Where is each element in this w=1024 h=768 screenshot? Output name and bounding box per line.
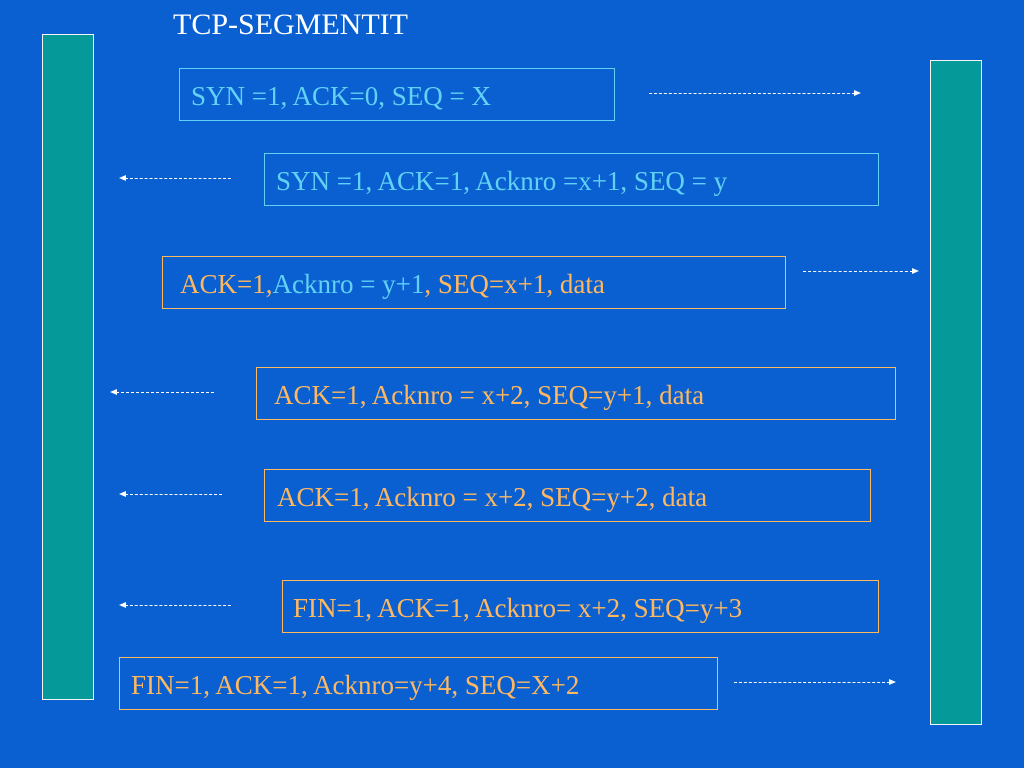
segment-syn-ack-text: SYN =1, ACK=1, Acknro =x+1, SEQ = y xyxy=(276,166,728,196)
client-host-bar xyxy=(42,34,94,700)
arrowhead-right-icon xyxy=(912,268,919,274)
segment-ack-data-3-text: ACK=1, Acknro = x+2, SEQ=y+2, data xyxy=(277,482,708,512)
diagram-title: TCP-SEGMENTIT xyxy=(173,8,408,41)
arrow-left-syn-ack xyxy=(119,175,231,181)
segment-syn-text: SYN =1, ACK=0, SEQ = X xyxy=(191,81,491,111)
arrow-right-fin-client xyxy=(734,679,896,685)
arrowhead-left-icon xyxy=(119,491,126,497)
segment-fin-client: FIN=1, ACK=1, Acknro=y+4, SEQ=X+2 xyxy=(119,657,718,710)
segment-fin-server-text: FIN=1, ACK=1, Acknro= x+2, SEQ=y+3 xyxy=(293,593,743,623)
arrow-right-syn xyxy=(649,90,861,96)
segment-ack-part-2: Acknro = y+1 xyxy=(272,269,425,299)
arrowhead-left-icon xyxy=(110,389,117,395)
arrowhead-left-icon xyxy=(119,602,126,608)
arrowhead-right-icon xyxy=(854,90,861,96)
segment-syn-ack: SYN =1, ACK=1, Acknro =x+1, SEQ = y xyxy=(264,153,879,206)
segment-syn: SYN =1, ACK=0, SEQ = X xyxy=(179,68,615,121)
segment-ack-data-2: ACK=1, Acknro = x+2, SEQ=y+1, data xyxy=(256,367,896,420)
segment-fin-client-text: FIN=1, ACK=1, Acknro=y+4, SEQ=X+2 xyxy=(131,670,580,700)
segment-ack-data-3: ACK=1, Acknro = x+2, SEQ=y+2, data xyxy=(264,469,871,522)
arrow-right-ack-data-1 xyxy=(803,268,919,274)
arrow-left-ack-data-3 xyxy=(119,491,222,497)
server-host-bar xyxy=(930,60,982,725)
segment-ack-part-3: , SEQ=x+1, data xyxy=(424,269,605,299)
segment-ack-part-1: ACK=1, xyxy=(180,269,273,299)
segment-ack-data-1: ACK=1, Acknro = y+1, SEQ=x+1, data xyxy=(162,256,786,309)
segment-ack-data-2-text: ACK=1, Acknro = x+2, SEQ=y+1, data xyxy=(274,380,705,410)
arrowhead-right-icon xyxy=(889,679,896,685)
segment-fin-server: FIN=1, ACK=1, Acknro= x+2, SEQ=y+3 xyxy=(282,580,879,633)
arrow-left-ack-data-2 xyxy=(110,389,214,395)
arrowhead-left-icon xyxy=(119,175,126,181)
arrow-left-fin-server xyxy=(119,602,231,608)
